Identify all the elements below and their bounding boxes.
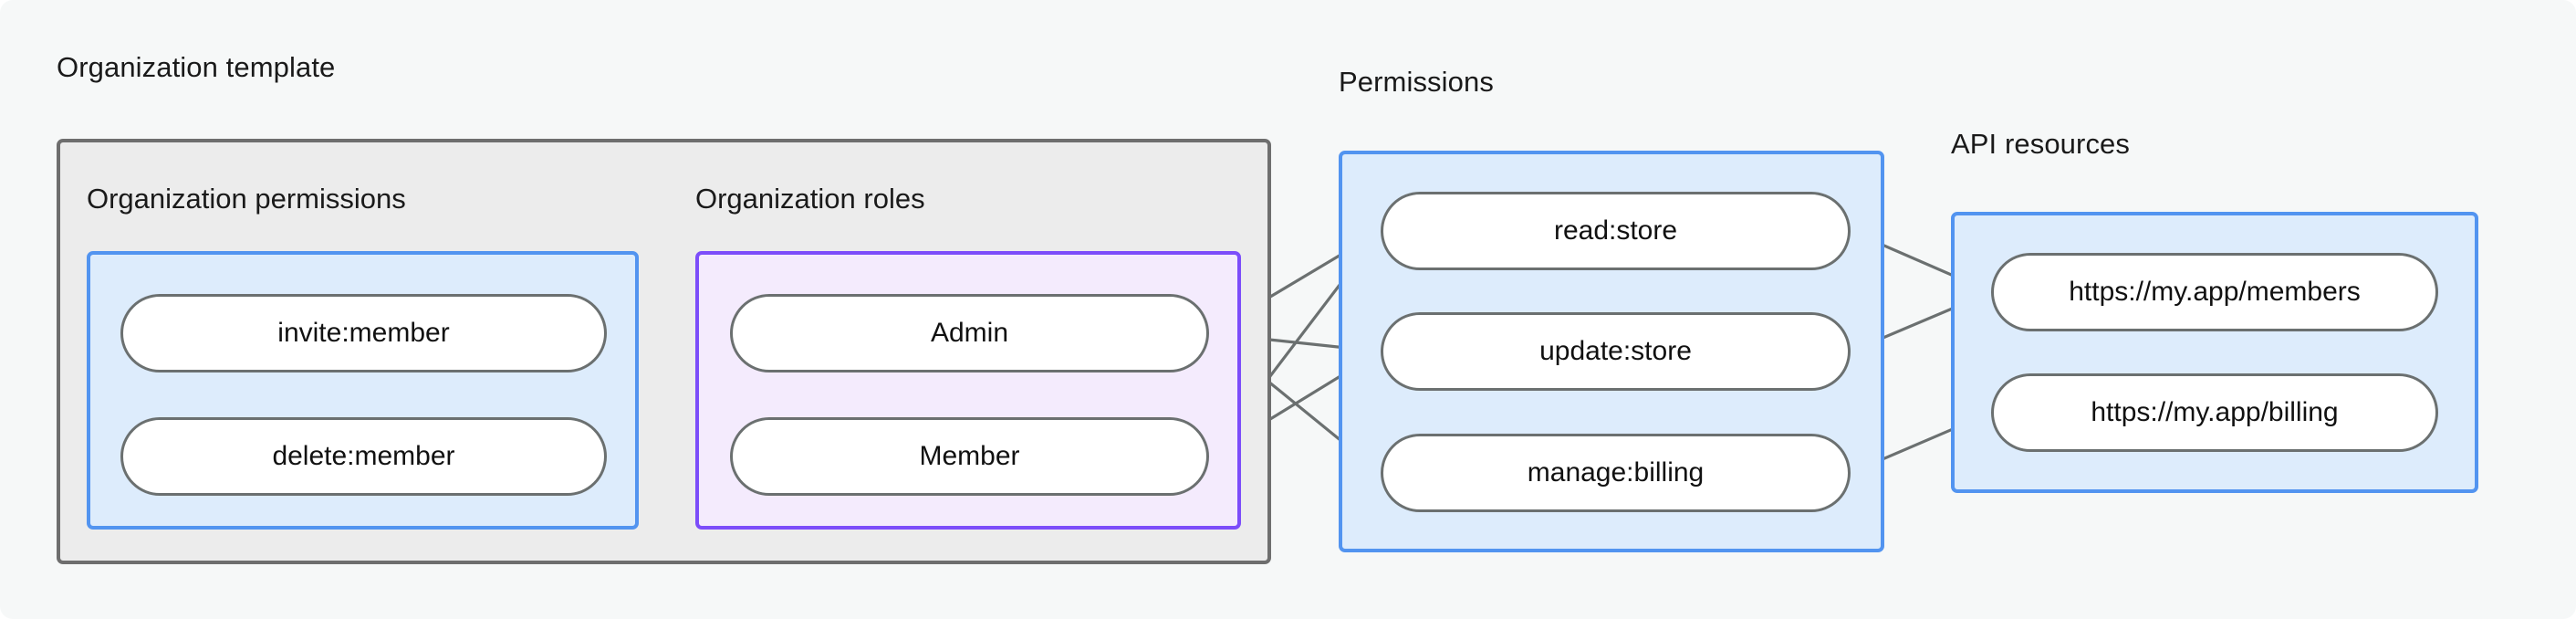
node-manage-billing-label: manage:billing [1527, 457, 1705, 488]
node-members-url-label: https://my.app/members [2069, 277, 2361, 307]
subtitle-organization-permissions: Organization permissions [87, 183, 406, 215]
node-update-store[interactable]: update:store [1381, 312, 1851, 391]
node-delete-member-label: delete:member [272, 441, 455, 471]
node-member[interactable]: Member [730, 417, 1209, 496]
node-billing-url[interactable]: https://my.app/billing [1991, 373, 2438, 452]
node-member-label: Member [919, 441, 1020, 471]
node-admin[interactable]: Admin [730, 294, 1209, 372]
node-invite-member-label: invite:member [277, 318, 450, 348]
title-api-resources: API resources [1951, 128, 2130, 160]
node-read-store[interactable]: read:store [1381, 192, 1851, 270]
subtitle-organization-roles: Organization roles [695, 183, 925, 215]
node-invite-member[interactable]: invite:member [120, 294, 607, 372]
title-organization-template: Organization template [57, 51, 336, 83]
node-billing-url-label: https://my.app/billing [2091, 397, 2339, 427]
node-members-url[interactable]: https://my.app/members [1991, 253, 2438, 331]
node-admin-label: Admin [930, 318, 1009, 348]
node-update-store-label: update:store [1539, 336, 1692, 366]
node-manage-billing[interactable]: manage:billing [1381, 434, 1851, 512]
title-permissions: Permissions [1339, 66, 1494, 98]
node-read-store-label: read:store [1553, 215, 1678, 246]
node-delete-member[interactable]: delete:member [120, 417, 607, 496]
